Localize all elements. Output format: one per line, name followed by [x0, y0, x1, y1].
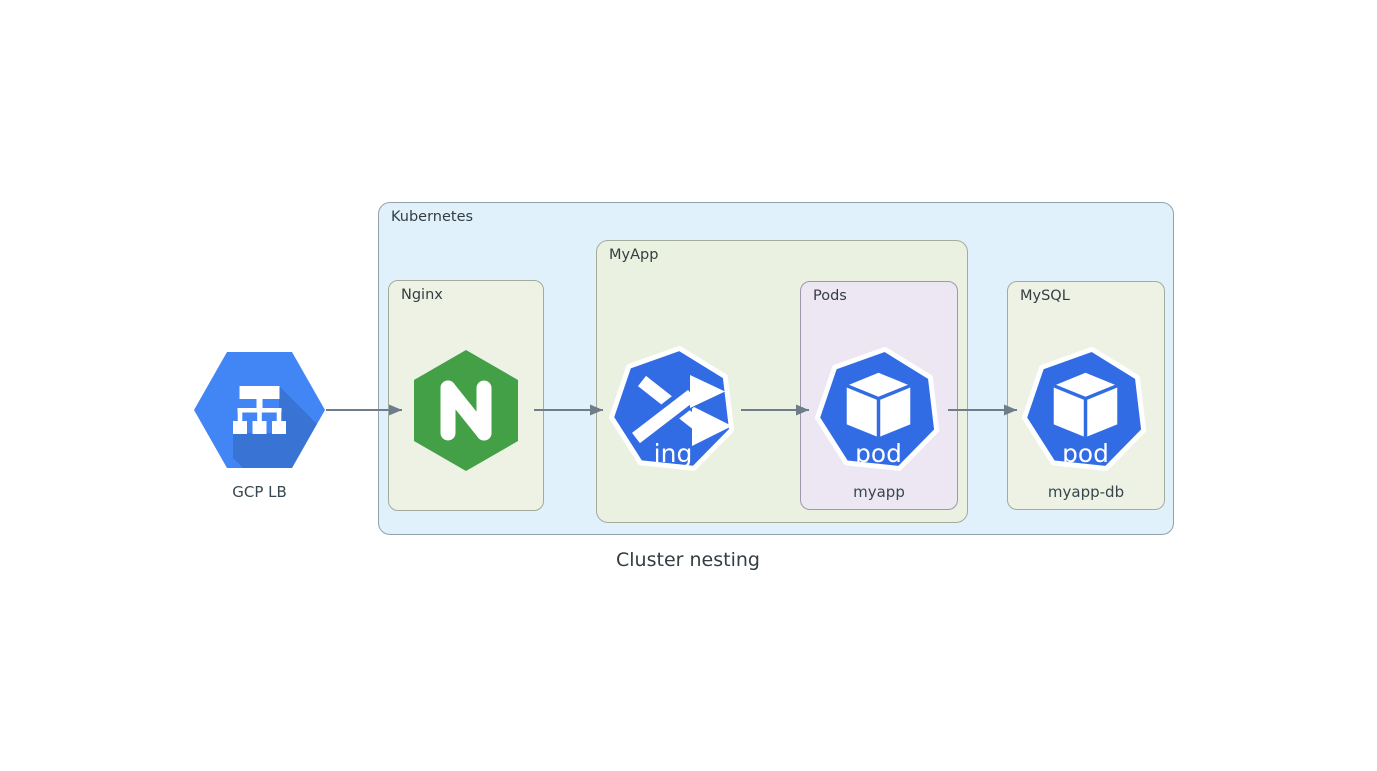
pod-db-label: myapp-db [1047, 483, 1125, 501]
nginx-icon [414, 350, 518, 471]
k8s-ingress-icon: ing [608, 345, 738, 475]
pod-myapp-label: myapp [853, 483, 905, 501]
gcp-lb-label: GCP LB [232, 483, 287, 501]
pods-container-label: Pods [813, 288, 847, 304]
gcp-load-balancer-icon [194, 349, 325, 471]
myapp-container-label: MyApp [609, 247, 659, 263]
kubernetes-container-label: Kubernetes [391, 209, 474, 225]
pod-badge: pod [855, 439, 902, 468]
mysql-container-label: MySQL [1020, 288, 1070, 304]
k8s-pod-icon: pod [814, 346, 943, 475]
diagram-title: Cluster nesting [616, 549, 760, 571]
ingress-badge: ing [654, 439, 693, 468]
pod-badge: pod [1062, 439, 1109, 468]
k8s-pod-icon: pod [1021, 346, 1150, 475]
nginx-container-label: Nginx [401, 287, 443, 303]
